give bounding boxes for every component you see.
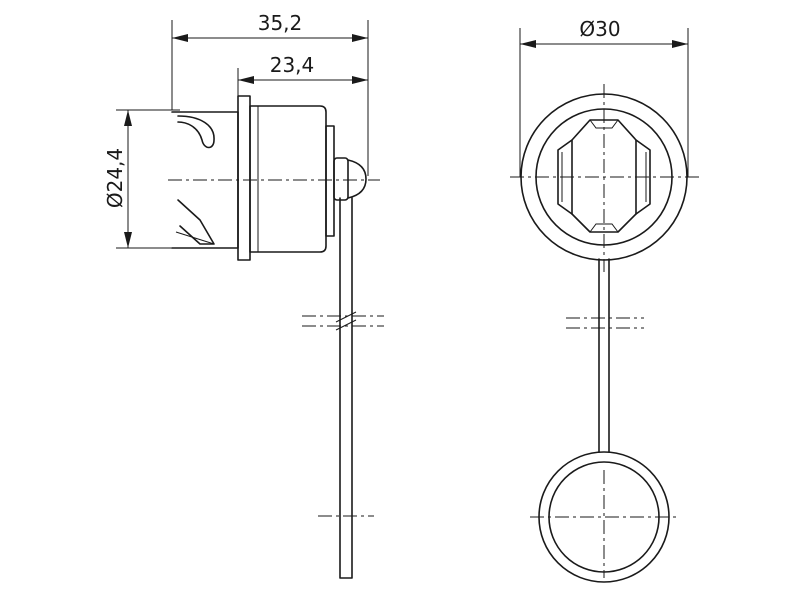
dimension-body-diameter: Ø24,4 — [103, 109, 180, 249]
body-diameter-label: 24,4 — [103, 148, 127, 193]
dimension-cap-diameter: Ø30 — [519, 17, 689, 177]
side-view-centerlines — [168, 179, 384, 517]
svg-text:Ø30: Ø30 — [579, 17, 620, 41]
dimension-body-length: 23,4 — [237, 53, 368, 96]
diameter-symbol: Ø — [103, 192, 127, 208]
cap-diameter-label: 30 — [595, 17, 620, 41]
front-view-centerlines — [510, 84, 700, 578]
side-view — [171, 95, 367, 579]
overall-length-label: 35,2 — [258, 11, 303, 35]
body-length-label: 23,4 — [270, 53, 315, 77]
dimension-overall-length: 35,2 — [171, 11, 369, 176]
diameter-symbol: Ø — [579, 17, 595, 41]
svg-text:Ø24,4: Ø24,4 — [103, 148, 127, 208]
